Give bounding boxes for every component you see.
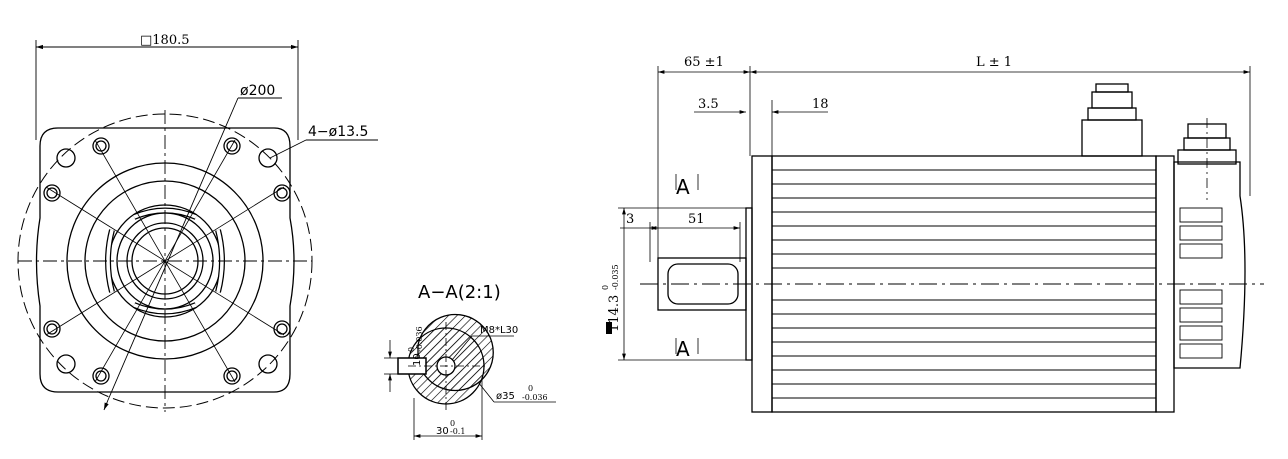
svg-text:-0.035: -0.035 <box>611 264 620 290</box>
svg-text:30: 30 <box>436 426 449 437</box>
pilot-dia-mark <box>606 322 612 334</box>
key-length-label: 51 <box>688 212 705 227</box>
encoder-housing <box>1173 161 1246 369</box>
circle-dim-label: ø200 <box>240 83 275 99</box>
side-view <box>618 66 1264 413</box>
svg-text:0: 0 <box>407 347 416 352</box>
svg-text:10: 10 <box>412 353 423 366</box>
svg-text:0: 0 <box>450 419 455 428</box>
section-label-top: A <box>676 175 690 199</box>
shaft-length-label: 65 ±1 <box>684 55 724 70</box>
key-offset-label: 3 <box>626 212 634 227</box>
holes-dim-label: 4−ø13.5 <box>308 124 368 140</box>
section-view <box>384 313 556 440</box>
svg-text:-0.036: -0.036 <box>415 326 424 352</box>
key-width-dim: 10 0 -0.036 <box>407 326 424 366</box>
flange-thickness-label: 3.5 <box>698 97 719 112</box>
section-label-bottom: A <box>676 337 690 361</box>
svg-text:0: 0 <box>601 285 610 290</box>
front-view <box>17 40 378 412</box>
power-connector <box>1081 83 1143 157</box>
thread-label: M8*L30 <box>480 325 518 336</box>
shaft-dia-dim: ø35 0 -0.036 <box>496 384 548 402</box>
square-dim-label: □180.5 <box>140 33 190 48</box>
section-title: A−A(2:1) <box>418 282 501 303</box>
spigot-dim-label: 18 <box>812 97 829 112</box>
pilot-dia-dim: 114.3 0 -0.035 <box>601 264 622 332</box>
key-depth-dim: 30 0 -0.1 <box>436 419 465 437</box>
svg-text:ø35: ø35 <box>496 391 515 402</box>
body-length-label: L ± 1 <box>976 55 1012 70</box>
svg-text:0: 0 <box>528 384 533 393</box>
svg-text:-0.1: -0.1 <box>450 427 465 436</box>
svg-text:-0.036: -0.036 <box>522 393 548 402</box>
